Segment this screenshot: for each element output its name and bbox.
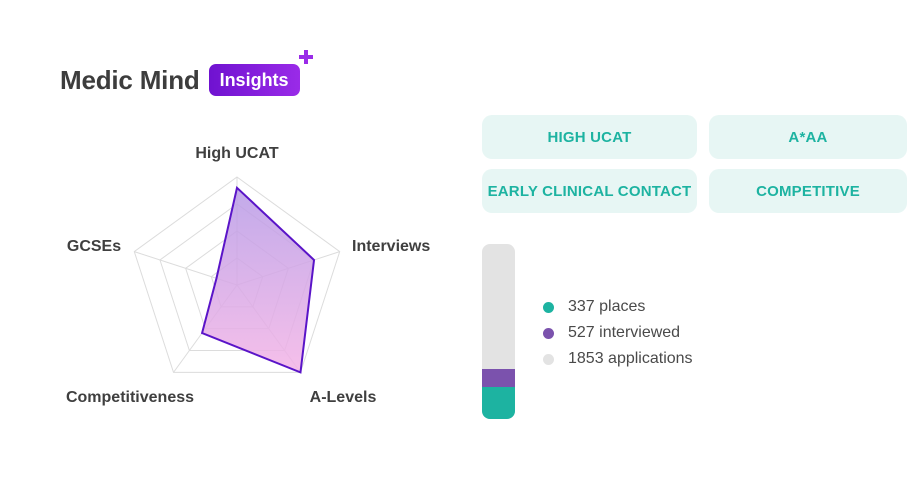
tag-high-ucat-label: HIGH UCAT (547, 128, 632, 146)
bar-segment-places (482, 387, 515, 419)
legend-item-interviewed: 527 interviewed (543, 320, 693, 346)
brand-name: Medic Mind (60, 64, 200, 95)
bar-legend: 337 places 527 interviewed 1853 applicat… (543, 294, 693, 372)
legend-label-places: 337 places (568, 298, 646, 315)
radar-axis-label-a-levels: A-Levels (310, 389, 377, 406)
legend-dot-icon (543, 301, 554, 313)
tag-competitive-label: COMPETITIVE (756, 182, 860, 200)
insights-badge: Insights (208, 50, 313, 96)
legend-item-places: 337 places (543, 294, 693, 320)
tag-grades-label: A*AA (788, 128, 828, 146)
brand-logo: Medic Mind Insights (60, 50, 313, 98)
radar-data-area (200, 185, 316, 374)
tag-grades: A*AA (709, 115, 907, 159)
radar-chart: High UCAT Interviews A-Levels Competitiv… (66, 145, 430, 406)
insights-badge-label: Insights (219, 69, 289, 90)
radar-axis-label-high-ucat: High UCAT (195, 145, 278, 162)
tag-early-clinical-contact-label: EARLY CLINICAL CONTACT (487, 182, 692, 200)
legend-label-applications: 1853 applications (568, 350, 693, 367)
tag-high-ucat: HIGH UCAT (482, 115, 697, 159)
radar-axis-label-interviews: Interviews (352, 238, 430, 255)
bar-segment-interviewed (482, 369, 515, 388)
stacked-bar (482, 244, 515, 419)
legend-label-interviewed: 527 interviewed (568, 324, 681, 341)
radar-axis-label-competitiveness: Competitiveness (66, 389, 194, 406)
legend-item-applications: 1853 applications (543, 346, 693, 372)
radar-axis-labels: High UCAT Interviews A-Levels Competitiv… (66, 145, 430, 406)
plus-icon (298, 50, 313, 64)
legend-dot-icon (543, 353, 554, 365)
tag-early-clinical-contact: EARLY CLINICAL CONTACT (482, 169, 697, 213)
legend-dot-icon (543, 327, 554, 339)
radar-axis-label-gcses: GCSEs (67, 238, 121, 255)
tag-competitive: COMPETITIVE (709, 169, 907, 213)
radar-grid-ring (133, 176, 341, 373)
